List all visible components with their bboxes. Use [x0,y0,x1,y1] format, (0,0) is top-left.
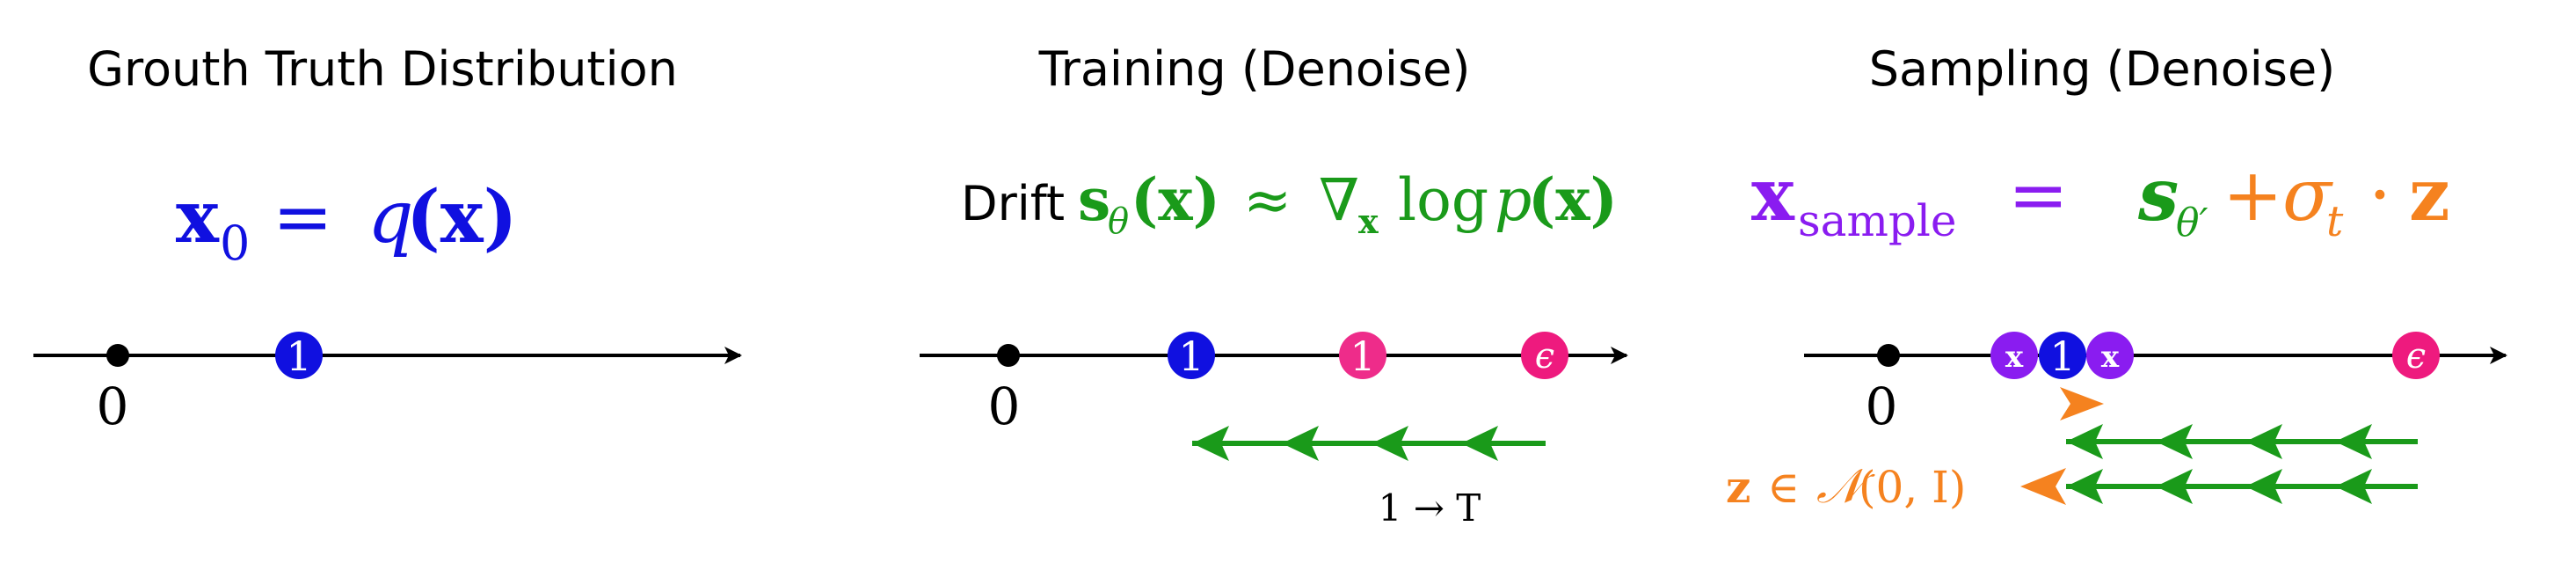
panel-title: Sampling (Denoise) [1869,41,2335,97]
origin-label: 0 [1866,377,1898,436]
eq-equals: = [2008,154,2069,238]
panel-ground-truth: Grouth Truth Distribution x 0 = q (x) 0 … [33,41,742,436]
noise-z: z [1726,461,1750,513]
orange-right-arrow [2060,387,2104,420]
eq-plus: + [2223,154,2283,238]
eq-x-sub: 0 [220,216,250,271]
eq-approx: ≈ [1243,166,1292,234]
eq-x-sub: sample [1798,195,1956,246]
drift-label: Drift [961,176,1065,231]
origin-dot [106,344,129,367]
noise-in: ∈ [1767,462,1800,513]
svg-text:1: 1 [1350,333,1375,380]
noise-arg: (0, I) [1859,462,1966,513]
eq-dot: · [2369,154,2391,238]
marker-data-point: 1 [275,332,323,380]
eq-z: z [2409,153,2450,238]
marker-noised-point: 1 [1339,332,1386,380]
svg-text:x: x [2005,340,2024,375]
origin-label: 0 [97,377,129,436]
orange-left-arrow [2020,468,2066,505]
ground-truth-equation: x 0 = q (x) [176,175,517,271]
origin-dot [1877,344,1900,367]
eq-log: log [1398,166,1488,234]
eq-sigma: σ [2282,154,2333,238]
svg-text:x: x [2101,340,2120,375]
eq-q-arg: (x) [406,175,517,260]
eq-nabla-sub: x [1358,201,1379,241]
marker-noise-epsilon: ϵ [1521,332,1568,379]
marker-data-point: 1 [2039,332,2086,380]
marker-sample-right: x [2086,332,2134,379]
panel-sampling: Sampling (Denoise) x sample = s θ′ + σ t… [1726,41,2507,514]
eq-s-arg: (x) [1131,165,1220,234]
svg-text:1: 1 [2049,333,2075,380]
eq-x: x [176,175,220,260]
eq-nabla: ∇ [1319,166,1359,234]
denoise-drift-arrows [1192,426,1546,461]
step-label: 1 → T [1379,486,1481,530]
eq-s: s [1078,165,1110,234]
eq-s-sub: θ [1108,201,1129,242]
eq-s: s [2137,153,2179,238]
eq-sigma-sub: t [2326,197,2344,246]
panel-title: Training (Denoise) [1038,41,1471,97]
marker-data-point: 1 [1168,332,1215,380]
eq-p: p [1495,166,1532,234]
svg-text:ϵ: ϵ [1535,336,1554,377]
sampling-drift-arrows-bottom [2066,469,2418,504]
eq-p-arg: (x) [1528,165,1618,234]
sampling-drift-arrows-top [2066,424,2418,459]
panel-training: Training (Denoise) Drift s θ (x) ≈ ∇ x l… [920,41,1628,530]
eq-s-sub: θ′ [2176,201,2208,245]
eq-x: x [1751,153,1795,238]
eq-q: q [367,176,414,260]
svg-text:1: 1 [1178,333,1204,380]
svg-text:1: 1 [286,333,311,380]
svg-text:ϵ: ϵ [2406,336,2426,377]
marker-noise-epsilon: ϵ [2392,332,2440,379]
panel-title: Grouth Truth Distribution [87,41,678,97]
training-equation: Drift s θ (x) ≈ ∇ x log p (x) [961,165,1618,242]
origin-dot [997,344,1020,367]
eq-equals: = [273,176,333,260]
sampling-equation: x sample = s θ′ + σ t · z [1751,153,2450,246]
marker-sample-left: x [1990,332,2038,379]
noise-distribution-label: z ∈ 𝒩 (0, I) [1726,458,1966,514]
origin-label: 0 [988,377,1021,436]
